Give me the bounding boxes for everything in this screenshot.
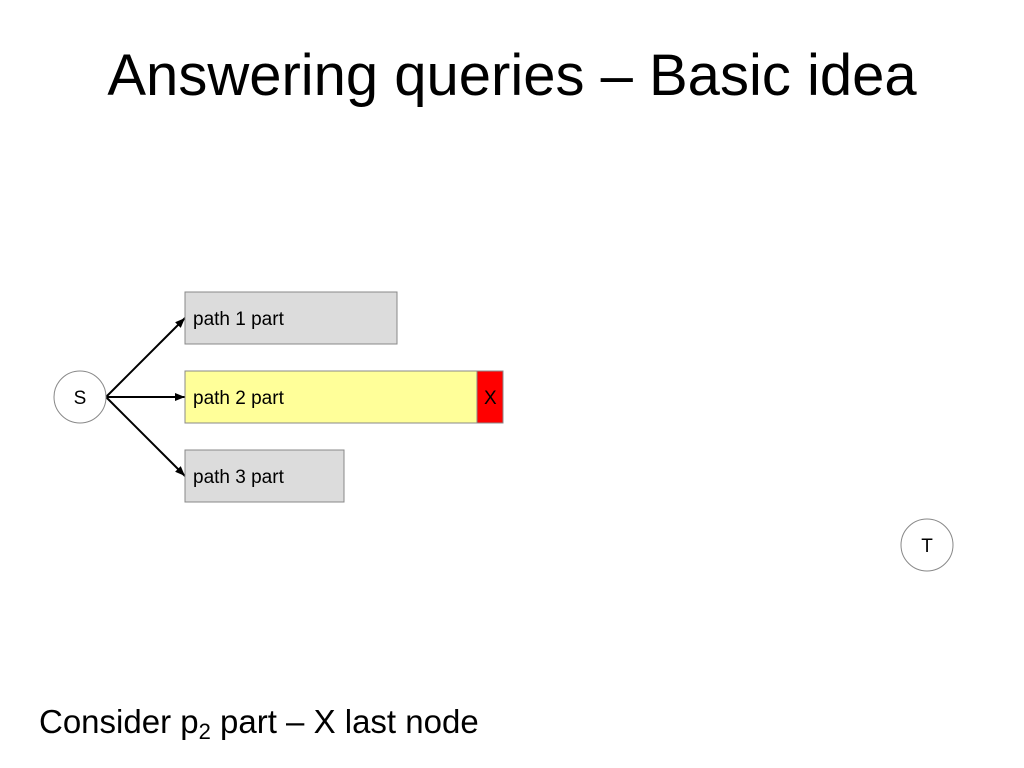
arrow-to-path-1	[105, 317, 186, 398]
caption-suffix: part – X last node	[210, 703, 479, 740]
target-node-label: T	[921, 536, 933, 557]
last-node-x: X	[476, 370, 504, 424]
path-2-label: path 2 part	[193, 388, 285, 409]
last-node-x-label: X	[484, 388, 497, 409]
caption-subscript: 2	[198, 719, 211, 744]
source-node-label: S	[74, 388, 87, 409]
source-node: S	[53, 370, 107, 424]
path-1-box: path 1 part	[184, 291, 398, 345]
path-3-label: path 3 part	[193, 467, 285, 488]
path-3-box-rect	[184, 449, 345, 503]
path-3-box: path 3 part	[184, 449, 345, 503]
caption: Consider p2 part – X last node	[39, 700, 479, 744]
target-node: T	[900, 518, 954, 572]
last-node-x-rect	[476, 370, 504, 424]
slide-title: Answering queries – Basic idea	[107, 43, 917, 108]
path-1-label: path 1 part	[193, 309, 285, 330]
arrow-to-path-3	[105, 396, 186, 477]
path-2-box: path 2 part	[184, 370, 478, 424]
path-2-box-rect	[184, 370, 478, 424]
caption-prefix: Consider p	[39, 703, 199, 740]
path-1-box-rect	[184, 291, 398, 345]
